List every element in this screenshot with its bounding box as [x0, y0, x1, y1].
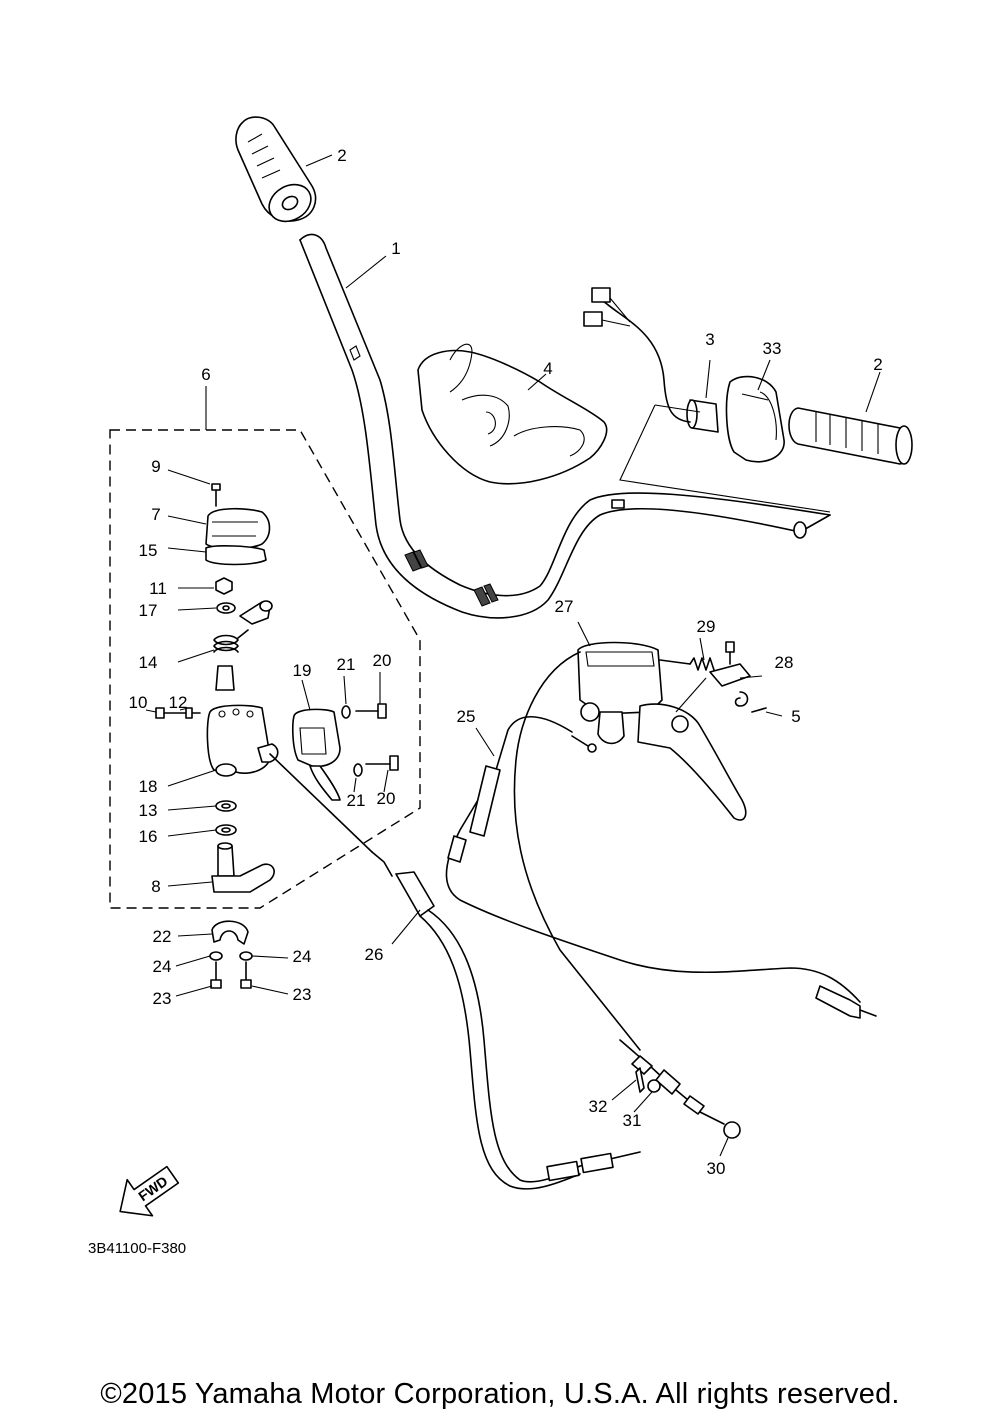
label-25: 25 [457, 707, 476, 726]
label-7: 7 [151, 505, 160, 524]
copyright-notice: ©2015 Yamaha Motor Corporation, U.S.A. A… [100, 1378, 900, 1410]
spring-14 [177, 629, 249, 691]
label-1: 1 [391, 239, 400, 258]
label-13: 13 [139, 801, 158, 820]
washer-24-left [175, 951, 223, 967]
label-17: 17 [139, 601, 158, 620]
left-grip [235, 116, 333, 223]
fwd-arrow: FWD [119, 1165, 180, 1217]
screw-20-upper [341, 672, 387, 719]
label-33: 33 [763, 339, 782, 358]
label-10: 10 [129, 693, 148, 712]
screw-9 [167, 469, 221, 507]
label-4: 4 [543, 359, 552, 378]
diagram-code: 3B41100-F380 [88, 1240, 187, 1257]
label-11: 11 [149, 579, 167, 598]
washer-13 [167, 800, 237, 812]
label-20-lower: 20 [377, 789, 396, 808]
washer-24-right [239, 951, 289, 961]
label-8: 8 [151, 877, 160, 896]
label-14: 14 [139, 653, 158, 672]
label-15: 15 [139, 541, 158, 560]
label-22: 22 [153, 927, 172, 946]
label-26: 26 [365, 945, 384, 964]
brake-cable-25 [445, 651, 877, 1051]
label-21-upper: 21 [337, 655, 356, 674]
right-grip [788, 371, 913, 465]
label-2-left: 2 [337, 146, 346, 165]
handlebar [299, 233, 831, 619]
label-3: 3 [705, 330, 714, 349]
throttle-body [206, 704, 373, 853]
label-2-right: 2 [873, 355, 882, 374]
label-24-left: 24 [153, 957, 172, 976]
throttle-housing [583, 287, 831, 513]
label-6: 6 [201, 365, 210, 384]
bolt-23-left [175, 961, 222, 997]
clamp-22 [177, 920, 249, 945]
label-16: 16 [139, 827, 158, 846]
handlebar-pad [417, 343, 608, 485]
label-32: 32 [589, 1097, 608, 1116]
label-23-right: 23 [293, 985, 312, 1004]
throttle-cable-26 [371, 851, 641, 1190]
bolt-10 [145, 707, 201, 719]
label-28: 28 [775, 653, 794, 672]
label-24-right: 24 [293, 947, 312, 966]
switch-19 [292, 679, 341, 801]
label-21-lower: 21 [347, 791, 366, 810]
label-20-upper: 20 [373, 651, 392, 670]
washer-17 [177, 600, 273, 625]
label-27: 27 [555, 597, 574, 616]
washer-16 [167, 824, 237, 837]
label-23-left: 23 [153, 989, 172, 1008]
label-30: 30 [707, 1159, 726, 1178]
label-29: 29 [697, 617, 716, 636]
label-12: 12 [169, 693, 188, 712]
label-9: 9 [151, 457, 160, 476]
throttle-assembly-group [109, 386, 421, 909]
cover-7 [167, 507, 271, 566]
callout-labels: 1 2 2 3 4 5 6 7 8 9 10 11 12 13 14 15 16… [129, 146, 883, 1178]
bolt-23-right [240, 961, 289, 995]
throttle-lever-8 [167, 842, 275, 893]
master-cylinder [577, 621, 783, 821]
seal-18 [167, 763, 237, 787]
label-5: 5 [791, 707, 800, 726]
nut-11 [178, 577, 233, 595]
lower-cable-assembly [611, 1039, 741, 1157]
label-31: 31 [623, 1111, 642, 1130]
screw-20-lower [353, 755, 399, 793]
label-19: 19 [293, 661, 312, 680]
label-18: 18 [139, 777, 158, 796]
